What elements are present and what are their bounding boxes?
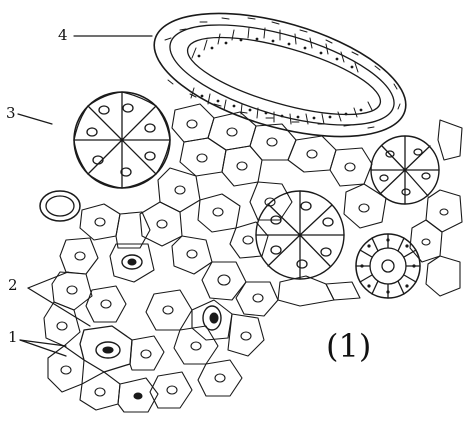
lower-left-cells bbox=[44, 204, 264, 412]
label-4: 4 bbox=[58, 28, 68, 43]
duct-structure bbox=[141, 0, 420, 161]
label-2: 2 bbox=[8, 278, 18, 293]
acinus-middle bbox=[256, 191, 344, 279]
leader-lines bbox=[18, 36, 152, 356]
label-3: 3 bbox=[6, 106, 16, 121]
acinus-upper-right bbox=[371, 136, 439, 204]
panel-label: (1) bbox=[326, 330, 371, 362]
acinus-large bbox=[74, 92, 170, 188]
label-1: 1 bbox=[8, 330, 18, 345]
